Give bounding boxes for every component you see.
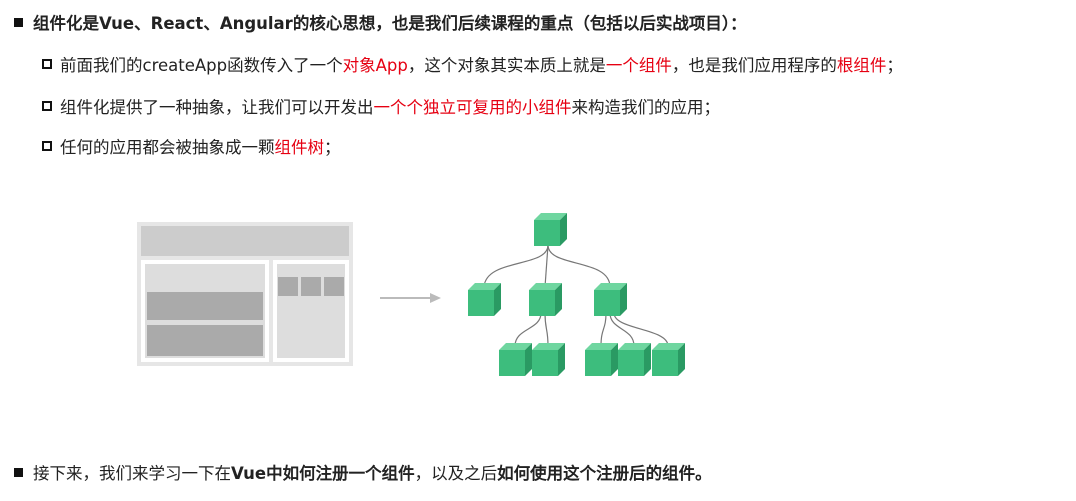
layout-header [141,226,349,256]
point-3-text-a: 任何的应用都会被抽象成一颗 [60,138,275,157]
component-cube-icon [585,343,618,376]
point-1-text-d: ； [886,56,903,75]
layout-tile-3 [324,277,344,296]
point-2: 组件化提供了一种抽象，让我们可以开发出 一个个独立可复用的小组件 来构造我们的应… [42,94,720,118]
point-3-highlight: 组件树 [274,138,325,157]
layout-block-1 [147,292,263,320]
component-cube-icon [652,343,685,376]
footer-line: 接下来，我们来学习一下在 Vue中如何注册一个组件 ，以及之后 如何使用这个注册… [14,460,712,484]
component-cube-icon [594,283,627,316]
point-3: 任何的应用都会被抽象成一颗 组件树 ； [42,134,341,158]
hollow-square-bullet-icon [42,101,52,111]
hollow-square-bullet-icon [42,59,52,69]
arrow-right-icon [380,293,441,303]
footer-bold-a: Vue中如何注册一个组件 [231,464,415,483]
layout-block-2 [147,325,263,356]
point-1-highlight-a: 对象App [342,56,408,75]
component-cube-icon [529,283,562,316]
point-2-highlight: 一个个独立可复用的小组件 [373,98,572,117]
app-layout-mockup [137,222,353,366]
footer-text-b: ，以及之后 [414,464,498,483]
component-cube-icon [532,343,565,376]
tree-nodes [468,213,685,376]
layout-tile-1 [278,277,298,296]
point-1-text-b: ，这个对象其实本质上就是 [407,56,606,75]
point-1-text-a: 前面我们的createApp函数传入了一个 [60,56,343,75]
point-2-text-a: 组件化提供了一种抽象，让我们可以开发出 [60,98,374,117]
component-cube-icon [468,283,501,316]
tree-edges [483,244,669,347]
point-1-highlight-b: 一个组件 [605,56,672,75]
component-cube-icon [618,343,651,376]
footer-text-a: 接下来，我们来学习一下在 [33,464,231,483]
layout-tile-2 [301,277,321,296]
hollow-square-bullet-icon [42,141,52,151]
point-2-text-b: 来构造我们的应用； [571,98,721,117]
component-cube-icon [534,213,567,246]
footer-bold-b: 如何使用这个注册后的组件。 [497,464,712,483]
point-1-text-c: ，也是我们应用程序的 [671,56,837,75]
heading: 组件化是Vue、React、Angular的核心思想，也是我们后续课程的重点（包… [14,10,747,34]
point-3-text-b: ； [324,138,341,157]
point-1: 前面我们的createApp函数传入了一个 对象App ，这个对象其实本质上就是… [42,52,903,76]
point-1-highlight-c: 根组件 [836,56,887,75]
square-bullet-icon [14,467,23,477]
square-bullet-icon [14,17,23,27]
heading-text: 组件化是Vue、React、Angular的核心思想，也是我们后续课程的重点（包… [33,14,747,33]
component-cube-icon [499,343,532,376]
